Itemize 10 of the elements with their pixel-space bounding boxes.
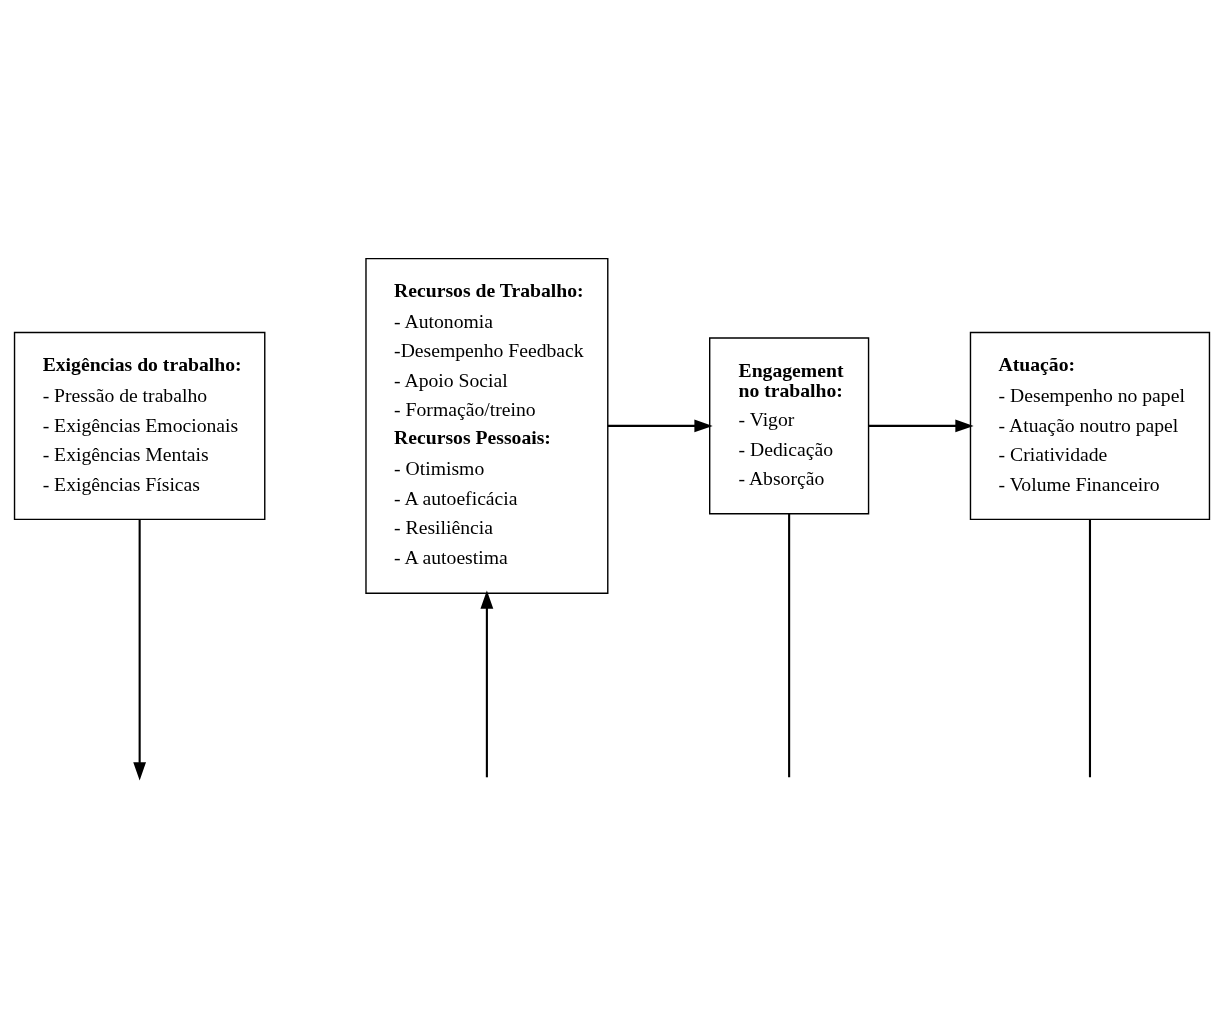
arrow	[480, 589, 494, 777]
arrow	[869, 419, 974, 432]
node-box: Recursos de Trabalho: - Autonomia -Desempenho Feedback - Apoio Social - Formação/treino Recursos Pessoais: - Otimismo - A autoeficácia - Resiliência - A autoestima	[365, 257, 609, 594]
node-box: Engagement no trabalho: - Vigor - Dedicação - Absorção	[709, 336, 870, 514]
connector	[788, 513, 791, 777]
connector	[1088, 519, 1092, 777]
node-box: Exigências do trabalho: - Pressão de trabalho - Exigências Emocionais - Exigências Mentais - Exigências Físicas	[13, 331, 266, 520]
arrow	[133, 519, 147, 780]
node-box: Atuação: - Desempenho no papel - Atuação noutro papel - Criatividade - Volume Financeiro	[969, 331, 1211, 520]
arrow	[607, 419, 713, 432]
